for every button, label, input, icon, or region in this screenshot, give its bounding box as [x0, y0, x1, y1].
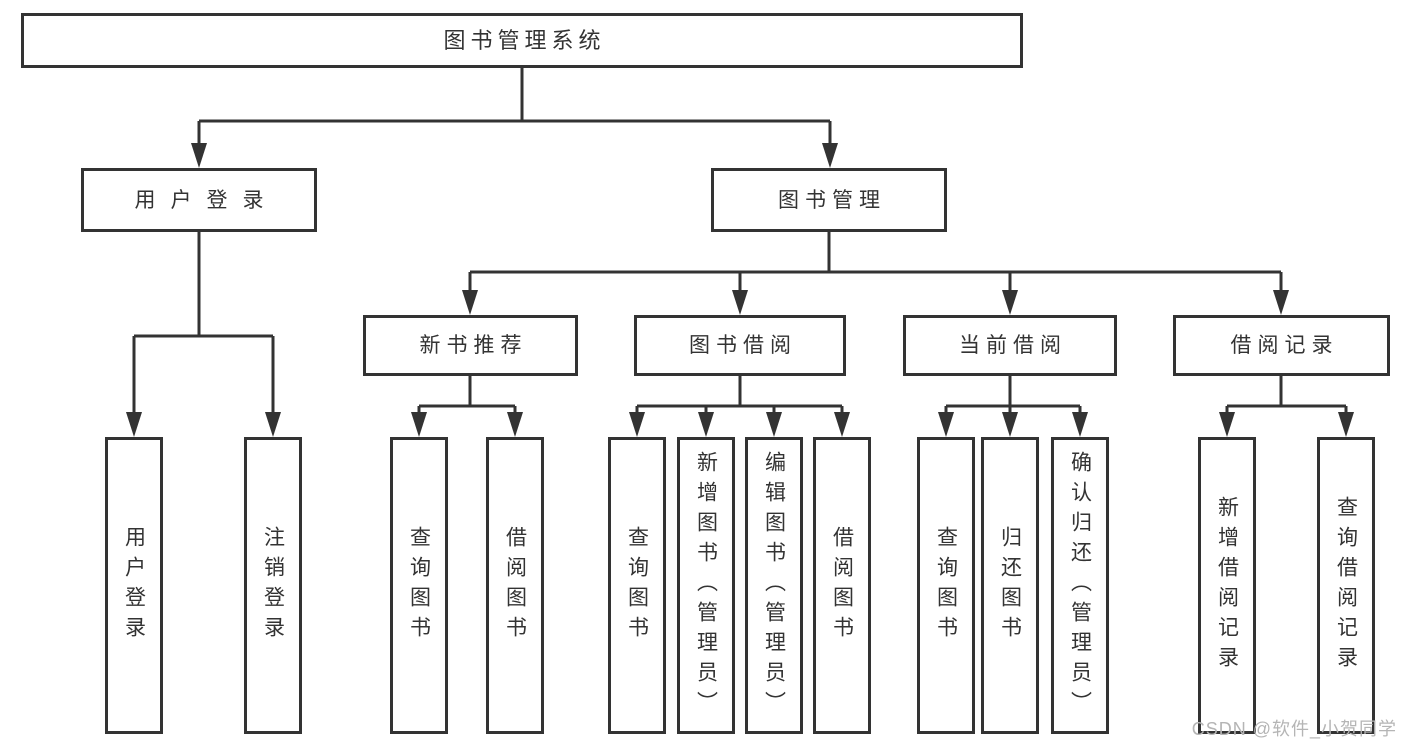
node-book-borrowing: 图书借阅	[634, 315, 846, 376]
leaf-confirm-return-admin: 确认归还（管理员）	[1051, 437, 1109, 734]
node-borrowing-records: 借阅记录	[1173, 315, 1390, 376]
node-book-management: 图书管理	[711, 168, 947, 232]
leaf-query-borrow-record: 查询借阅记录	[1317, 437, 1375, 734]
leaf-logout: 注销登录	[244, 437, 302, 734]
leaf-return-books: 归还图书	[981, 437, 1039, 734]
node-new-book-recommend: 新书推荐	[363, 315, 578, 376]
node-root: 图书管理系统	[21, 13, 1023, 68]
leaf-query-books-3: 查询图书	[917, 437, 975, 734]
leaf-add-books-admin: 新增图书（管理员）	[677, 437, 735, 734]
leaf-query-books-1: 查询图书	[390, 437, 448, 734]
node-user-login: 用户登录	[81, 168, 317, 232]
node-current-borrowing: 当前借阅	[903, 315, 1117, 376]
leaf-user-login: 用户登录	[105, 437, 163, 734]
watermark-text: CSDN @软件_小贺同学	[1191, 719, 1397, 739]
leaf-borrow-books-2: 借阅图书	[813, 437, 871, 734]
leaf-edit-books-admin: 编辑图书（管理员）	[745, 437, 803, 734]
leaf-add-borrow-record: 新增借阅记录	[1198, 437, 1256, 734]
leaf-borrow-books-1: 借阅图书	[486, 437, 544, 734]
leaf-query-books-2: 查询图书	[608, 437, 666, 734]
